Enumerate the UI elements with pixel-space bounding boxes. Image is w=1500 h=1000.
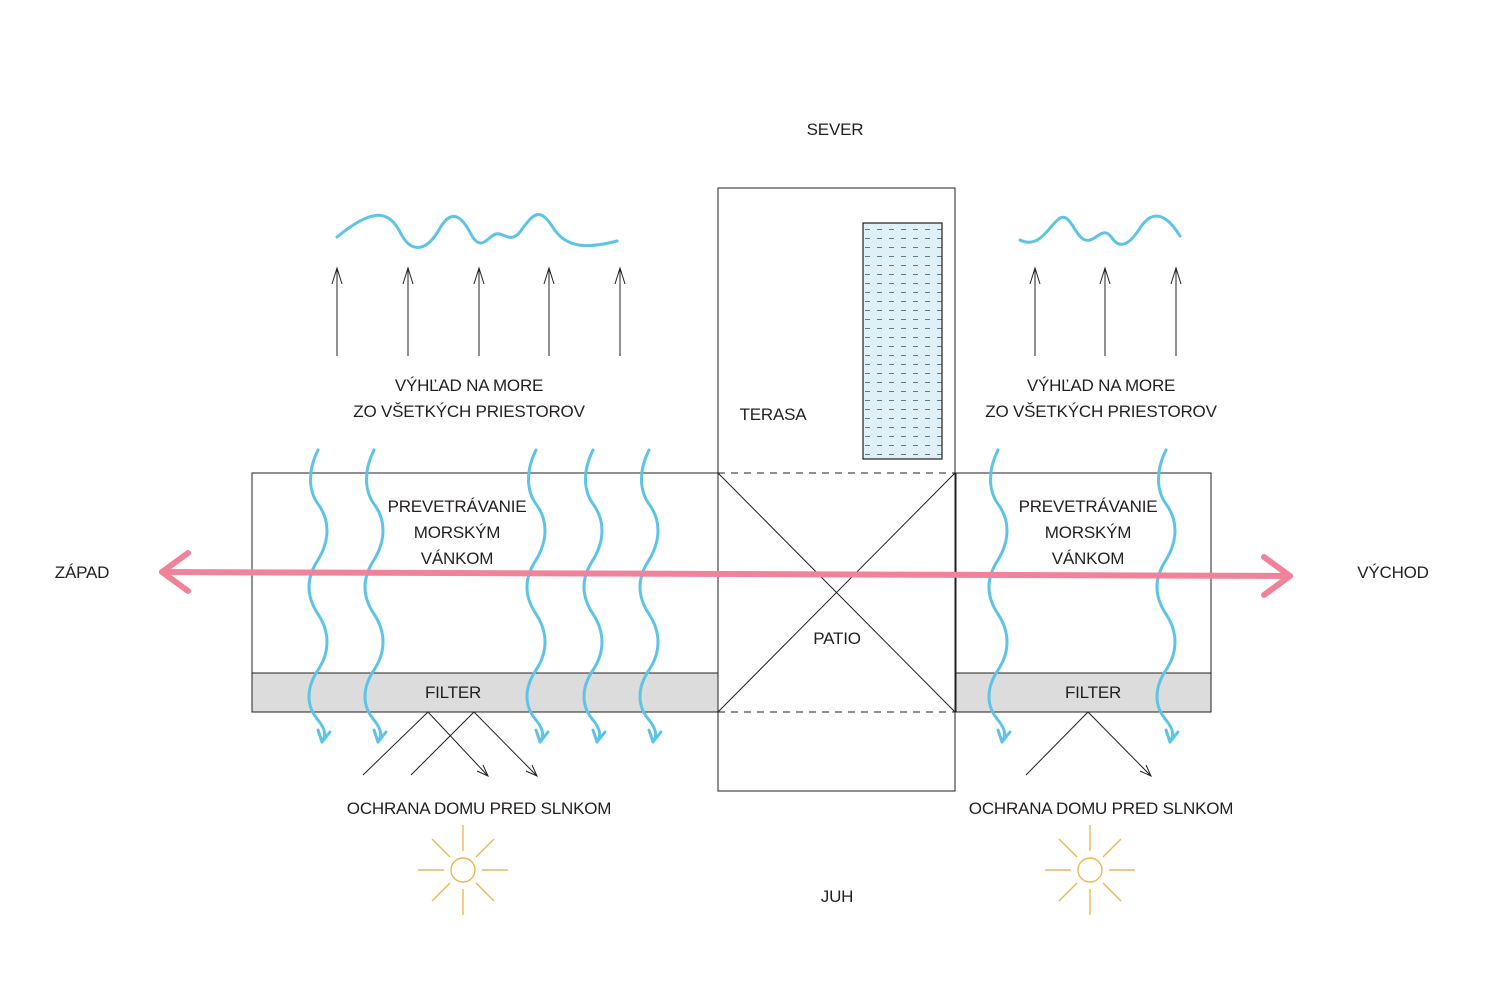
- terrace-label: TERASA: [740, 405, 808, 424]
- breeze-arrow-icon: [638, 448, 663, 744]
- view-arrow-icon: [331, 266, 343, 356]
- view-arrow-icon: [402, 266, 414, 356]
- left-filter-label: FILTER: [425, 683, 481, 702]
- sun-icon: [418, 825, 508, 915]
- breeze-arrow-icon: [525, 448, 550, 744]
- right-filter-band: [955, 672, 1212, 713]
- compass-west-label: ZÁPAD: [55, 563, 109, 582]
- reflection-arrow-icon: [410, 711, 539, 778]
- left-filter-band: [251, 672, 719, 713]
- reflection-arrow-icon: [362, 711, 490, 778]
- left-view-label-line2: ZO VŠETKÝCH PRIESTOROV: [353, 402, 585, 421]
- compass-north-label: SEVER: [807, 120, 864, 139]
- patio-outline: [717, 472, 956, 713]
- left-ventilation-label-line2: MORSKÝM: [414, 523, 500, 542]
- compass-east-label: VÝCHOD: [1357, 563, 1429, 582]
- view-arrow-icon: [1170, 266, 1182, 356]
- reflection-arrow-icon: [1025, 711, 1153, 778]
- sun-icon: [1045, 825, 1135, 915]
- sea-wave-left: [335, 213, 619, 249]
- central-tower: [717, 187, 956, 792]
- sea-wave-right: [1018, 214, 1182, 246]
- pool: [862, 222, 943, 460]
- breeze-arrow-icon: [987, 448, 1012, 744]
- compass-south-label: JUH: [821, 887, 853, 906]
- breeze-arrow-icon: [363, 448, 388, 744]
- right-sun-protection-label: OCHRANA DOMU PRED SLNKOM: [969, 799, 1233, 818]
- breeze-arrow-icon: [307, 448, 332, 744]
- left-view-label-line1: VÝHĽAD NA MORE: [395, 376, 543, 395]
- sea-breeze-flows: [307, 448, 1180, 744]
- sun-reflection-arrows: [362, 711, 1153, 778]
- right-view-label-line1: VÝHĽAD NA MORE: [1027, 376, 1175, 395]
- right-ventilation-label-line3: VÁNKOM: [1052, 549, 1124, 568]
- breeze-arrow-icon: [582, 448, 607, 744]
- left-ventilation-label-line1: PREVETRÁVANIE: [388, 497, 527, 516]
- view-arrow-icon: [473, 266, 485, 356]
- view-arrow-icon: [1099, 266, 1111, 356]
- patio-label: PATIO: [813, 629, 861, 648]
- right-filter-label: FILTER: [1065, 683, 1121, 702]
- right-ventilation-label-line1: PREVETRÁVANIE: [1019, 497, 1158, 516]
- right-ventilation-label-line2: MORSKÝM: [1045, 523, 1131, 542]
- left-sun-protection-label: OCHRANA DOMU PRED SLNKOM: [347, 799, 611, 818]
- view-arrows: [331, 266, 1182, 356]
- right-view-label-line2: ZO VŠETKÝCH PRIESTOROV: [985, 402, 1217, 421]
- left-ventilation-label-line3: VÁNKOM: [421, 549, 493, 568]
- breeze-arrow-icon: [1155, 448, 1180, 744]
- view-arrow-icon: [1029, 266, 1041, 356]
- view-arrow-icon: [614, 266, 626, 356]
- view-arrow-icon: [543, 266, 555, 356]
- east-west-axis-arrow: [159, 550, 1293, 598]
